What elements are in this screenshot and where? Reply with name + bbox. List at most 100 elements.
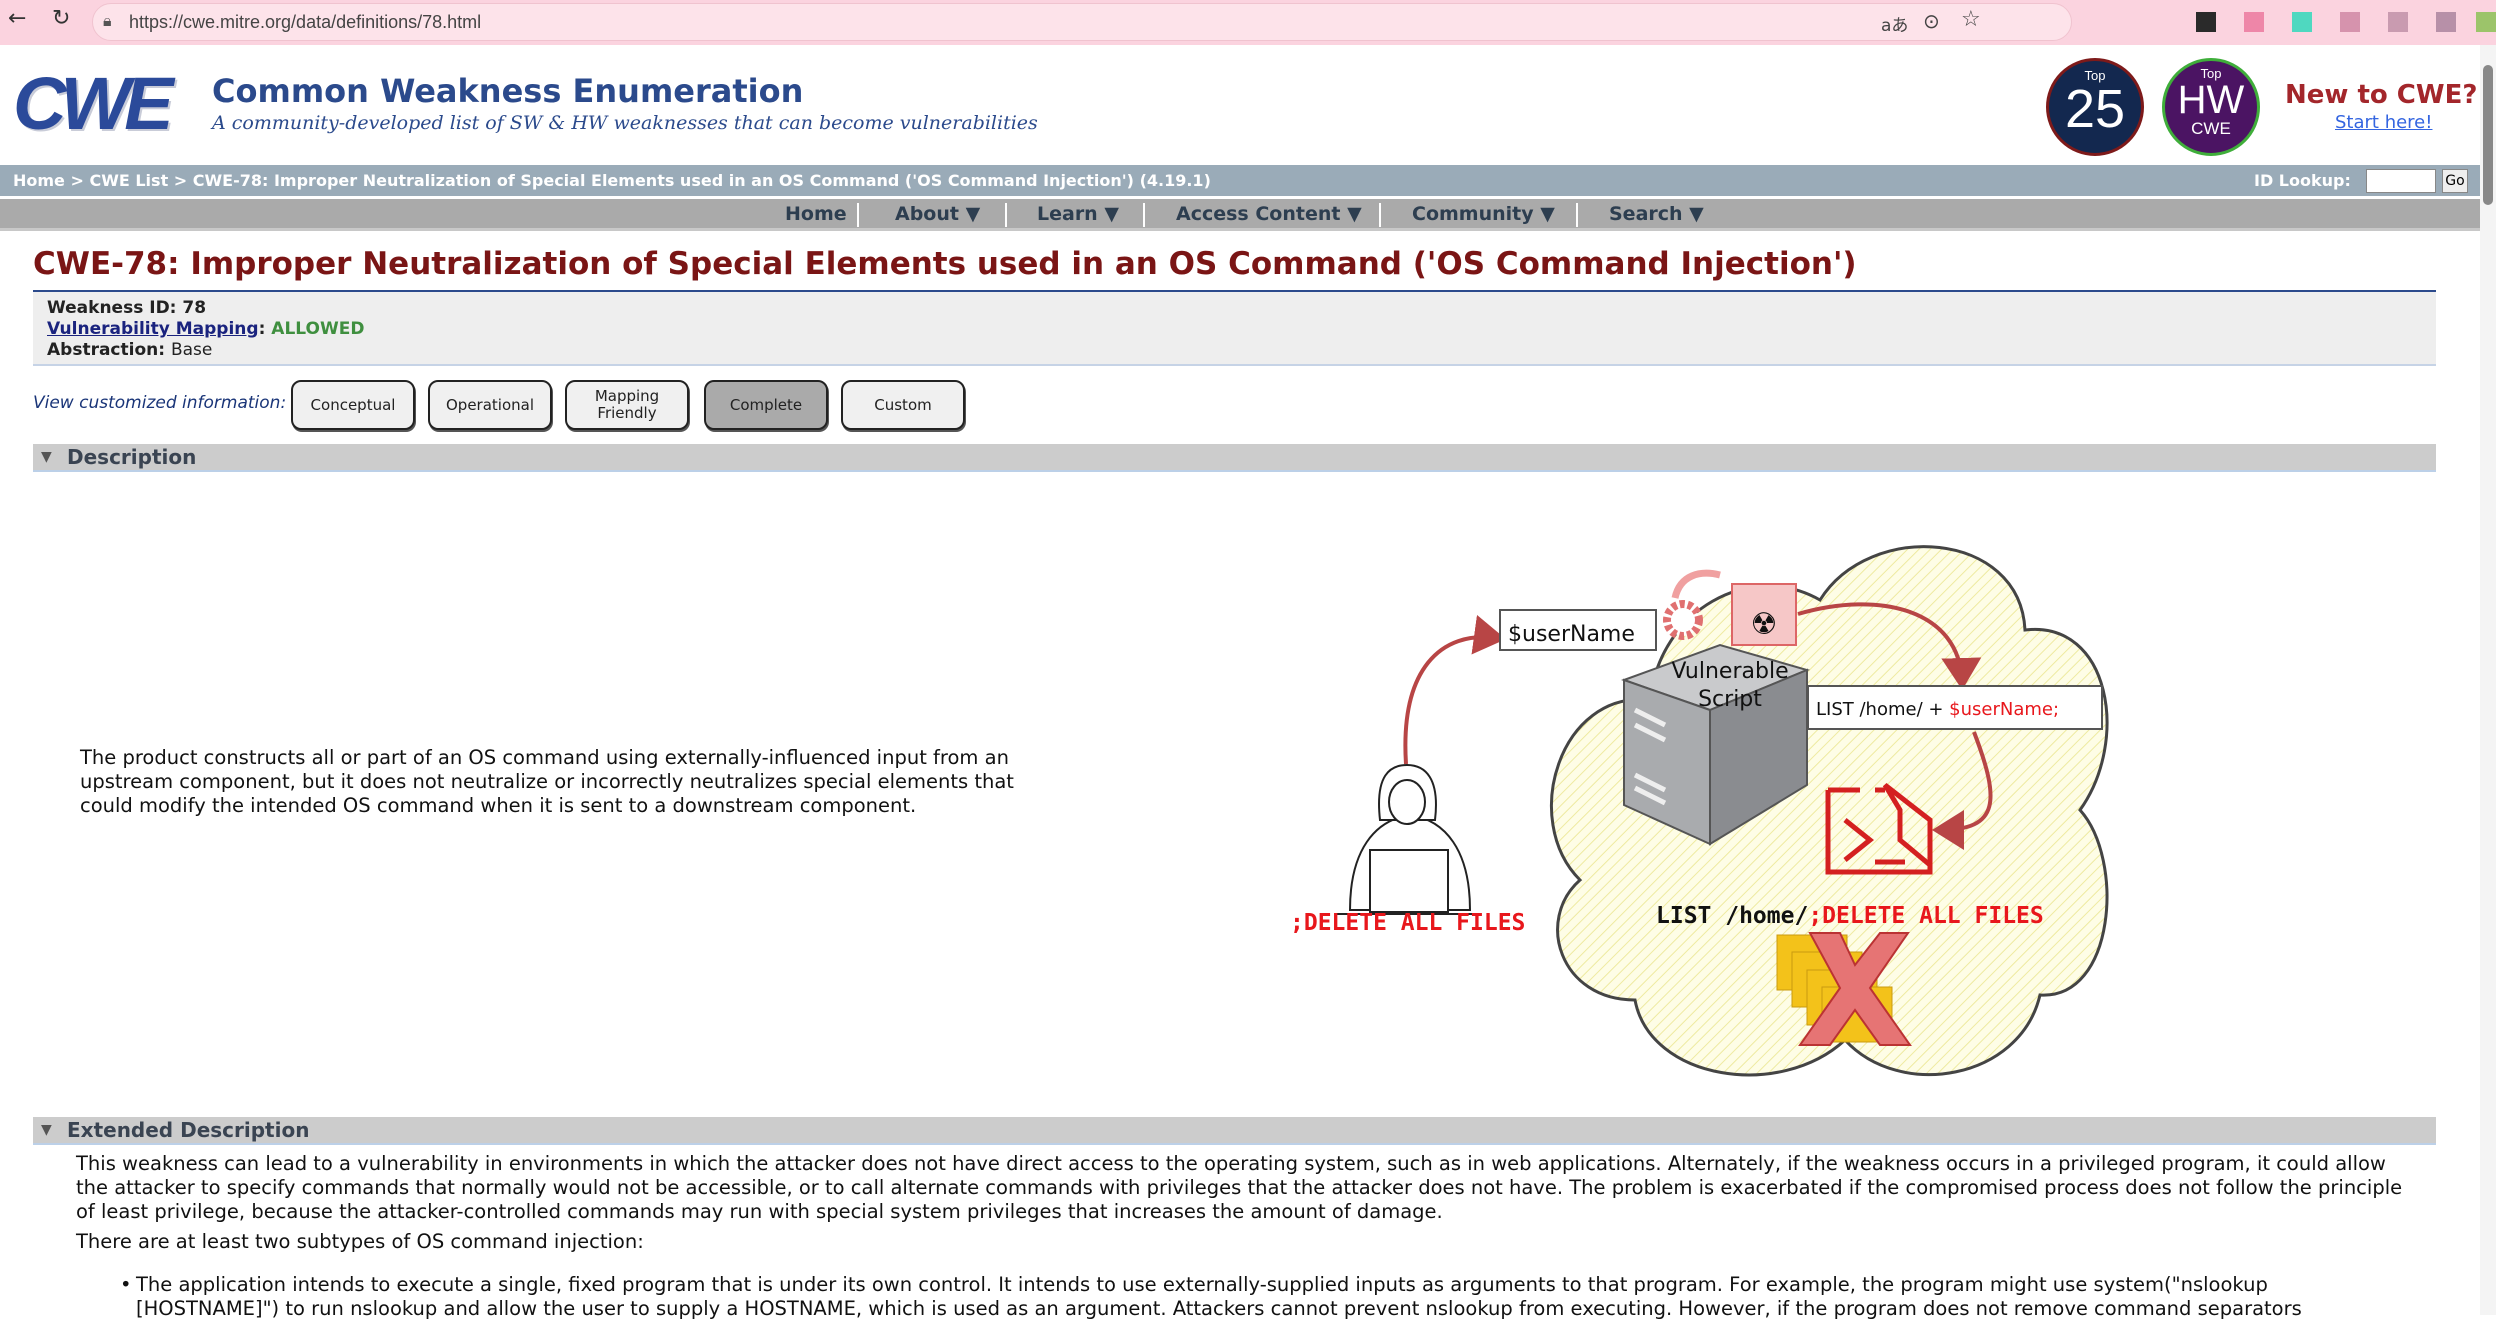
badge-cwe-label: CWE <box>2191 119 2231 138</box>
lock-icon[interactable]: 🔒︎ <box>103 11 112 30</box>
command-variable: $userName; <box>1949 699 2059 720</box>
bookmark-star-icon[interactable]: ☆ <box>1961 7 1981 32</box>
result-command: LIST /home/;DELETE ALL FILES <box>1656 903 2044 929</box>
view-complete-button[interactable]: Complete <box>704 380 828 430</box>
malware-window-icon <box>1731 583 1797 646</box>
badge-top-label: Top <box>2084 68 2106 83</box>
command-text: LIST /home/ + $userName; <box>1816 699 2059 720</box>
section-title: Extended Description <box>67 1118 310 1142</box>
collapse-triangle-icon[interactable]: ▼ <box>41 1122 52 1138</box>
vulnerability-mapping-link[interactable]: Vulnerability Mapping <box>47 319 259 339</box>
description-section-header[interactable]: ▼ Description <box>33 444 2436 472</box>
reload-icon[interactable]: ↻ <box>52 6 71 31</box>
translate-icon[interactable]: aあ <box>1881 16 1909 36</box>
nav-about[interactable]: About ▼ <box>895 203 981 225</box>
browser-toolbar: ← ↻ 🔒︎ https://cwe.mitre.org/data/defini… <box>0 0 2496 45</box>
mapping-status: ALLOWED <box>271 319 365 339</box>
delete-x-icon <box>1798 932 1912 1046</box>
scrollbar-thumb[interactable] <box>2483 65 2493 205</box>
username-label: $userName <box>1508 622 1635 647</box>
url-text[interactable]: https://cwe.mitre.org/data/definitions/7… <box>129 12 482 32</box>
site-tagline: A community-developed list of SW & HW we… <box>212 112 1038 134</box>
extension-icon[interactable] <box>2196 12 2216 32</box>
arrow-input <box>1403 614 1506 765</box>
username-box <box>1499 609 1657 651</box>
extension-icon[interactable] <box>2476 12 2496 32</box>
script-label-2: Script <box>1698 687 1762 712</box>
site-title: Common Weakness Enumeration <box>212 72 804 110</box>
start-here-link[interactable]: Start here! <box>2335 112 2433 133</box>
extension-icon[interactable] <box>2244 12 2264 32</box>
hacker-icon <box>1337 763 1480 915</box>
abstraction-label: Abstraction: <box>47 340 166 360</box>
badge-number: 25 <box>2064 79 2126 139</box>
extension-icon[interactable] <box>2388 12 2408 32</box>
nav-divider <box>1005 203 1007 227</box>
weakness-info-box: Weakness ID: 78 Vulnerability Mapping: A… <box>33 290 2436 366</box>
top-hw-badge[interactable]: Top HW CWE <box>2162 58 2260 156</box>
view-operational-button[interactable]: Operational <box>428 380 552 430</box>
id-lookup-input[interactable] <box>2366 169 2436 193</box>
breadcrumb-bar: Home > CWE List > CWE-78: Improper Neutr… <box>0 165 2480 196</box>
id-lookup-go-button[interactable]: Go <box>2442 169 2468 193</box>
breadcrumb: Home > CWE List > CWE-78: Improper Neutr… <box>13 171 1211 190</box>
id-lookup-label: ID Lookup: <box>2254 171 2351 190</box>
extended-description-section-header[interactable]: ▼ Extended Description <box>33 1117 2436 1145</box>
extended-description-paragraph: There are at least two subtypes of OS co… <box>76 1230 644 1253</box>
attacker-input-label: ;DELETE ALL FILES <box>1290 910 1525 936</box>
page-title: CWE-78: Improper Neutralization of Speci… <box>33 246 1857 282</box>
cwe-logo[interactable]: CWE <box>13 62 174 145</box>
nav-divider <box>1576 203 1578 227</box>
command-prefix: LIST /home/ + <box>1816 699 1949 720</box>
description-text: The product constructs all or part of an… <box>80 746 1014 817</box>
address-bar[interactable]: 🔒︎ https://cwe.mitre.org/data/definition… <box>92 3 2072 41</box>
top25-badge[interactable]: Top 25 <box>2046 58 2144 156</box>
os-command-injection-illustration: $userName ☢ Vulnerable Script LIST /home… <box>1280 520 2120 1100</box>
breadcrumb-home[interactable]: Home <box>13 171 65 190</box>
view-mapping-friendly-button[interactable]: Mapping Friendly <box>565 380 689 430</box>
result-prefix: LIST /home/ <box>1656 903 1808 929</box>
server-side <box>1709 668 1808 846</box>
gear-icon <box>1663 600 1703 640</box>
extension-icon[interactable] <box>2340 12 2360 32</box>
script-label-1: Vulnerable <box>1671 659 1788 684</box>
vulnerability-mapping: Vulnerability Mapping: ALLOWED <box>47 319 364 339</box>
extension-icon[interactable] <box>2436 12 2456 32</box>
extension-icon[interactable] <box>2292 12 2312 32</box>
breadcrumb-separator: > <box>173 171 188 190</box>
bullet-icon: • <box>120 1273 132 1296</box>
nav-home[interactable]: Home <box>785 203 847 225</box>
view-customized-label: View customized information: <box>33 393 287 413</box>
view-conceptual-button[interactable]: Conceptual <box>291 380 415 430</box>
back-icon[interactable]: ← <box>8 6 27 31</box>
main-nav: Home About ▼ Learn ▼ Access Content ▼ Co… <box>0 199 2480 231</box>
nav-learn[interactable]: Learn ▼ <box>1037 203 1119 225</box>
extended-description-paragraph: This weakness can lead to a vulnerabilit… <box>76 1152 2403 1223</box>
page-scrollbar[interactable] <box>2480 45 2496 1315</box>
new-to-cwe-heading: New to CWE? <box>2285 80 2478 110</box>
collapse-triangle-icon[interactable]: ▼ <box>41 449 52 465</box>
view-custom-button[interactable]: Custom <box>841 380 965 430</box>
redirect-arrow-icon <box>1671 569 1721 599</box>
list-item: • The application intends to execute a s… <box>120 1273 2396 1321</box>
nav-divider <box>1379 203 1381 227</box>
abstraction-value: Base <box>170 340 213 360</box>
list-item-text: The application intends to execute a sin… <box>136 1273 2302 1320</box>
nav-divider <box>857 203 859 227</box>
nav-community[interactable]: Community ▼ <box>1412 203 1555 225</box>
breadcrumb-cwe-list[interactable]: CWE List <box>89 171 169 190</box>
terminal-icon <box>1825 783 1933 875</box>
radiation-icon: ☢ <box>1751 607 1778 642</box>
badge-top-label: Top <box>2200 66 2222 81</box>
nav-divider <box>1143 203 1145 227</box>
section-title: Description <box>67 445 197 469</box>
nav-access-content[interactable]: Access Content ▼ <box>1176 203 1362 225</box>
result-injected: ;DELETE ALL FILES <box>1808 903 2043 929</box>
arrow-to-terminal <box>1932 731 1993 850</box>
more-options-icon[interactable]: ⊙ <box>1923 9 1940 33</box>
abstraction: Abstraction: Base <box>47 340 212 360</box>
command-box <box>1807 685 2103 730</box>
nav-search[interactable]: Search ▼ <box>1609 203 1704 225</box>
arrow-to-command <box>1797 602 1982 690</box>
colon: : <box>258 319 272 339</box>
